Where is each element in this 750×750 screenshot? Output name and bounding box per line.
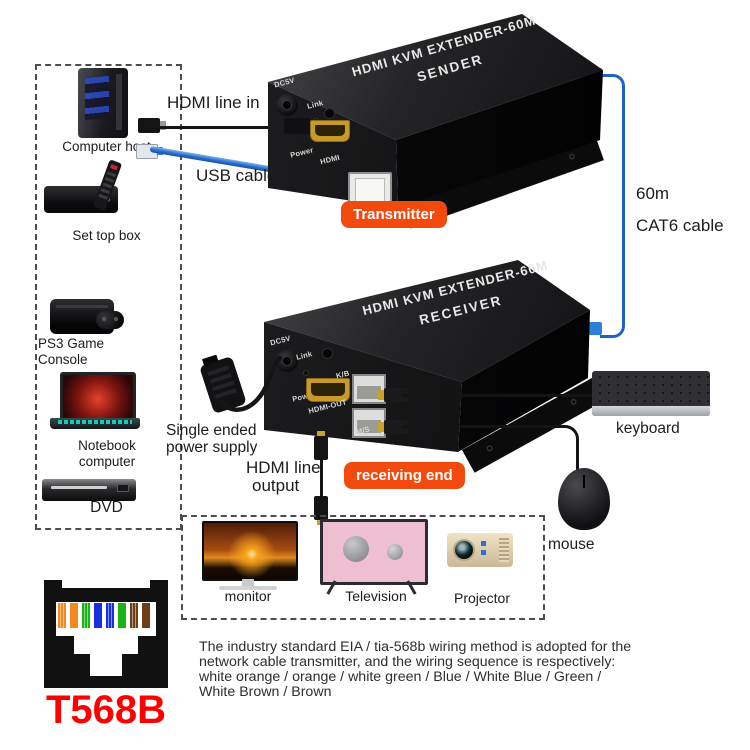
monitor-image <box>202 521 298 581</box>
television-image <box>320 519 428 585</box>
notebook-screen-image <box>60 372 136 422</box>
hdmi-line-in-label: HDMI line in <box>167 93 260 112</box>
screw-icon <box>324 108 335 119</box>
monitor-base <box>219 586 277 590</box>
cable-length-label: 60m <box>636 184 670 203</box>
hdmi-output-label-line2: output <box>252 476 300 495</box>
ps3-controller-image <box>96 311 124 329</box>
television-label: Television <box>345 588 407 604</box>
dvd-label: DVD <box>90 499 123 516</box>
wiring-description-line4: White Brown / Brown <box>199 684 332 700</box>
power-cable <box>219 355 283 412</box>
set-top-box-label: Set top box <box>72 228 141 243</box>
hdmi-plug-icon <box>138 118 166 133</box>
hdmi-in-cable <box>160 126 286 129</box>
source-devices-panel <box>35 64 182 530</box>
wiring-description-line1: The industry standard EIA / tia-568b wir… <box>199 639 632 655</box>
hdmi-out-plug-top-icon <box>314 431 328 460</box>
keyboard-cable <box>402 394 594 397</box>
dc-jack-icon <box>276 350 298 372</box>
screw-icon <box>322 348 333 359</box>
t568b-pin-white-blue <box>106 603 114 628</box>
keyboard-image <box>592 371 710 416</box>
display-devices-panel <box>181 515 545 620</box>
computer-host-label: Computer host <box>62 139 151 154</box>
wiring-description-line2: network cable transmitter, and the wirin… <box>199 654 616 670</box>
sender-unit: HDMI KVM EXTENDER-60M SENDER DC5V Link P… <box>262 8 607 238</box>
monitor-screen <box>204 523 296 579</box>
computer-host-image <box>78 68 128 138</box>
t568b-pin-blue <box>94 603 102 628</box>
hdmi-out-cable <box>320 458 323 500</box>
hdmi-port-icon <box>310 120 350 142</box>
keyboard-label: keyboard <box>616 420 680 437</box>
dvd-player-image <box>42 479 136 501</box>
t568b-pin-orange <box>70 603 78 628</box>
hdmi-output-label-line1: HDMI line <box>246 458 321 477</box>
mouse-cable <box>402 425 579 480</box>
t568b-pin-green <box>118 603 126 628</box>
projector-image <box>447 533 513 567</box>
projector-buttons <box>481 541 486 546</box>
hdmi-out-port-icon <box>306 378 350 402</box>
dc-jack-icon <box>276 94 298 116</box>
notebook-label: Notebook computer <box>78 438 136 469</box>
monitor-label: monitor <box>224 588 272 604</box>
cat6-cable <box>600 74 625 338</box>
t568b-pin-brown <box>142 603 150 628</box>
power-supply-label-line1: Single ended <box>166 422 257 439</box>
hdmi-plug-in-port-icon <box>284 118 310 134</box>
power-supply-label-line2: power supply <box>166 439 258 456</box>
transmitter-badge: Transmitter <box>341 201 447 228</box>
t568b-standard-label: T568B <box>45 688 167 732</box>
wiring-description-line3: white orange / orange / white green / Bl… <box>199 669 602 685</box>
receiver-unit: HDMI KVM EXTENDER-60M RECEIVER DC5V Link… <box>250 252 606 473</box>
cable-type-label: CAT6 cable <box>636 216 724 235</box>
mouse-label: mouse <box>548 536 595 553</box>
notebook-base-image <box>50 418 140 429</box>
t568b-pin-white-brown <box>130 603 138 628</box>
t568b-pin-white-orange <box>58 603 66 628</box>
projector-label: Projector <box>453 590 511 606</box>
mouse-image <box>558 468 610 530</box>
ps3-label: PS3 Game Console <box>38 336 105 367</box>
rj45-jack-diagram <box>44 580 168 688</box>
t568b-pins <box>58 603 154 628</box>
t568b-pin-white-green <box>82 603 90 628</box>
link-led-icon <box>303 370 309 376</box>
monitor-stand <box>242 579 254 586</box>
kb-usb-plug-icon <box>378 388 408 402</box>
